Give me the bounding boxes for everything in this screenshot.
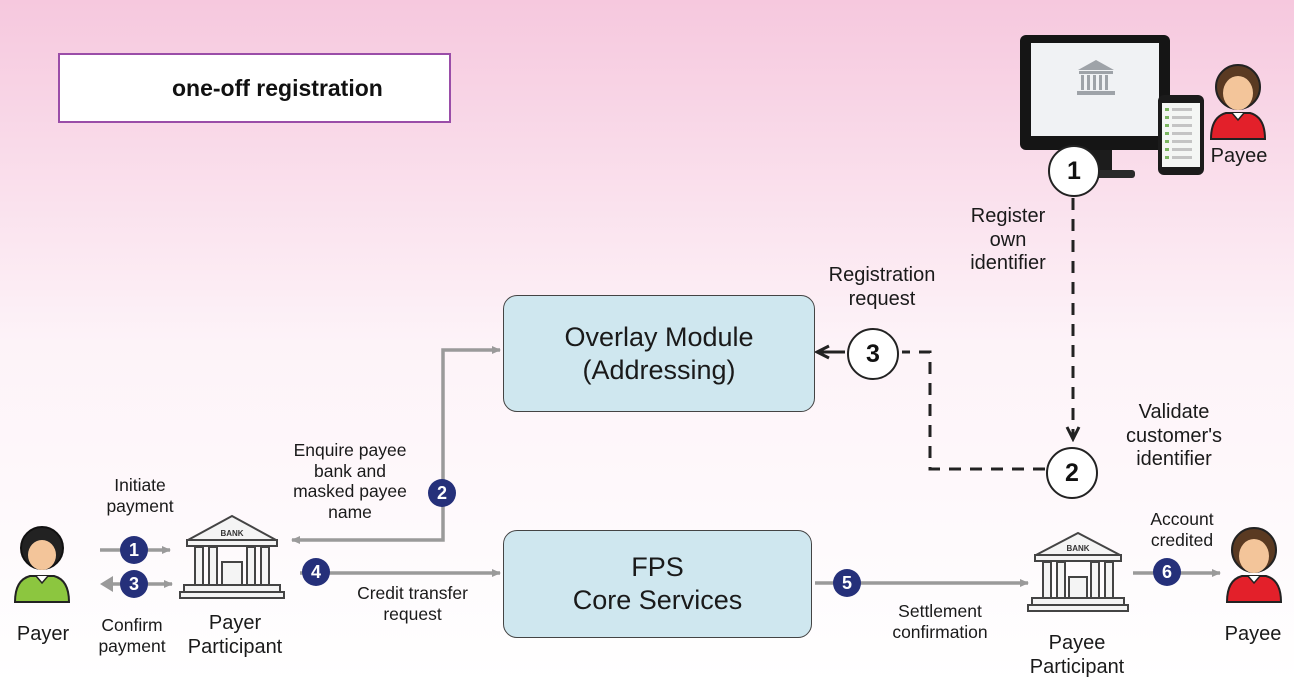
credit-transfer-label: Credit transfer request bbox=[357, 583, 468, 624]
payer-bank-sign: BANK bbox=[220, 529, 243, 538]
arrow-to-overlay bbox=[441, 346, 501, 480]
payee-bank-sign: BANK bbox=[1066, 544, 1089, 553]
registration-step-2-circle: 2 bbox=[1046, 447, 1098, 499]
payee-top-label: Payee bbox=[1210, 145, 1268, 167]
payment-step-1-circle: 1 bbox=[120, 536, 148, 564]
account-credited-label: Account credited bbox=[1150, 509, 1214, 550]
registration-step-3-circle: 3 bbox=[847, 328, 899, 380]
settlement-confirmation-label: Settlement confirmation bbox=[892, 601, 988, 642]
overlay-module-box: Overlay Module (Addressing) bbox=[503, 295, 815, 412]
payee-bottom-label: Payee bbox=[1224, 623, 1282, 645]
legend-label: one-off registration bbox=[172, 75, 383, 101]
legend-box: one-off registration bbox=[58, 53, 451, 123]
payment-step-4-circle: 4 bbox=[302, 558, 330, 586]
fps-core-services-box: FPS Core Services bbox=[503, 530, 812, 638]
registration-step-1-circle: 1 bbox=[1048, 145, 1100, 197]
initiate-payment-label: Initiate payment bbox=[106, 475, 174, 516]
enquire-payee-label: Enquire payee bank and masked payee name bbox=[293, 440, 407, 522]
validate-identifier-label: Validate customer's identifier bbox=[1125, 401, 1223, 471]
smartphone-icon bbox=[1158, 95, 1204, 175]
payment-step-3-circle: 3 bbox=[120, 570, 148, 598]
payee-bank-icon bbox=[1027, 531, 1129, 612]
government-building-icon bbox=[1077, 60, 1115, 95]
payee-top-person-icon bbox=[1209, 64, 1267, 140]
payment-step-6-circle: 6 bbox=[1153, 558, 1181, 586]
register-identifier-label: Register own identifier bbox=[970, 205, 1046, 275]
payer-participant-label: Payer Participant bbox=[187, 612, 283, 658]
payee-participant-label: Payee Participant bbox=[1029, 632, 1125, 678]
payer-person-icon bbox=[13, 526, 71, 603]
payer-bank-icon bbox=[179, 514, 285, 599]
payment-step-5-circle: 5 bbox=[833, 569, 861, 597]
registration-request-label: Registration request bbox=[828, 264, 936, 310]
payment-step-2-circle: 2 bbox=[428, 479, 456, 507]
arrow-validate-to-overlay bbox=[902, 350, 1045, 471]
payee-bottom-person-icon bbox=[1225, 527, 1283, 603]
registration-flow-arrows bbox=[818, 198, 1073, 471]
confirm-payment-label: Confirm payment bbox=[98, 615, 166, 656]
payer-label: Payer bbox=[16, 623, 70, 645]
arrow-confirm-payment-back bbox=[100, 576, 113, 592]
